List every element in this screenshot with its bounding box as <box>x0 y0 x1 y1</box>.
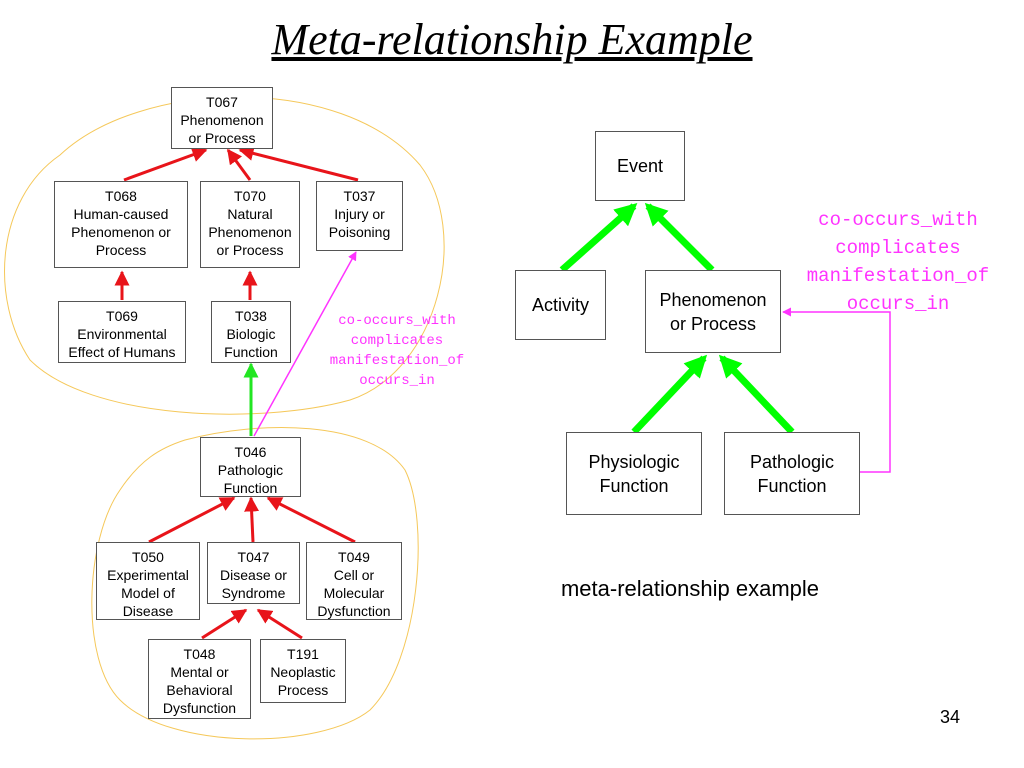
right-isa-arrows <box>559 202 795 435</box>
right-meta-relationship-arrow <box>782 307 891 473</box>
page-number: 34 <box>939 707 961 727</box>
left-relationship-label: co-occurs_with complicates manifestation… <box>329 313 465 389</box>
node-pathologic-function: Pathologic Function <box>724 432 860 515</box>
node-t050: T050 Experimental Model of Disease <box>96 542 200 620</box>
node-t067: T067 Phenomenon or Process <box>171 87 273 149</box>
left-isa-arrows <box>114 146 359 640</box>
node-activity: Activity <box>515 270 606 340</box>
node-t048: T048 Mental or Behavioral Dysfunction <box>148 639 251 719</box>
node-t047: T047 Disease or Syndrome <box>207 542 300 604</box>
left-meta-relationship-arrow <box>253 251 357 437</box>
node-t046: T046 Pathologic Function <box>200 437 301 497</box>
slide-title: Meta-relationship Example <box>271 15 753 64</box>
node-phenomenon-or-process: Phenomenon or Process <box>645 270 781 353</box>
node-t069: T069 Environmental Effect of Humans <box>58 301 186 363</box>
node-t049: T049 Cell or Molecular Dysfunction <box>306 542 402 620</box>
lower-group-outline <box>91 427 419 740</box>
diagram-caption: meta-relationship example <box>560 576 820 601</box>
node-t191: T191 Neoplastic Process <box>260 639 346 703</box>
node-event: Event <box>595 131 685 201</box>
right-relationship-label: co-occurs_with complicates manifestation… <box>806 209 990 315</box>
upper-group-outline <box>4 96 445 415</box>
node-t070: T070 Natural Phenomenon or Process <box>200 181 300 268</box>
node-physiologic-function: Physiologic Function <box>566 432 702 515</box>
node-t037: T037 Injury or Poisoning <box>316 181 403 251</box>
node-t038: T038 Biologic Function <box>211 301 291 363</box>
node-t068: T068 Human-caused Phenomenon or Process <box>54 181 188 268</box>
